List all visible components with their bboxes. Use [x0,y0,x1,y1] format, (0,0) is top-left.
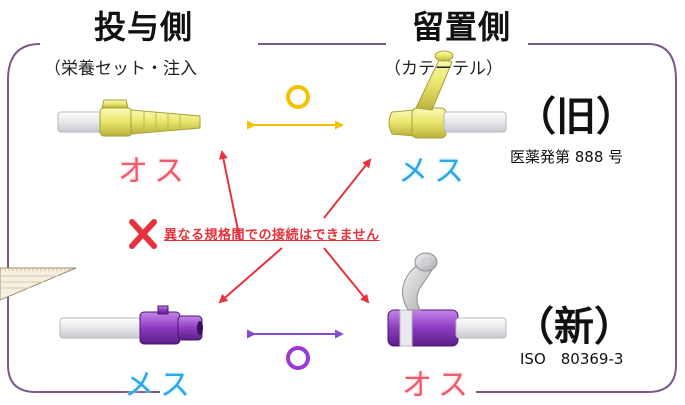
cross-arrow-2 [323,158,372,219]
new-standard-reference: ISO 80369-3 [520,350,624,368]
cross-arrow-1 [218,150,241,241]
old-standard-reference: 医薬発第 888 号 [510,148,624,166]
old-right-female-label: メス [398,154,470,189]
new-left-tube [59,317,151,339]
frame-border [7,43,160,393]
old-standard-label: （旧） [516,94,636,140]
old-left-male-label: オス [118,154,190,189]
circle-ok-icon [286,85,310,109]
new-right-male-label: オス [402,368,474,403]
new-male-connector [387,252,459,347]
new-right-tube [455,317,507,339]
left-side-heading: 投与側 [94,8,194,46]
circle-ok-icon-new [286,346,310,370]
new-left-female-label: メス [124,368,196,403]
incompatible-warning: 異なる規格間での接続はできません [164,228,380,243]
old-right-tube [443,111,507,133]
old-male-connector [99,99,201,137]
right-side-subtitle: （カテーテル） [384,59,503,79]
cross-arrow-4 [323,247,370,304]
frame-border-right [476,43,677,393]
callout-bubble [0,267,77,301]
cross-arrow-3 [218,247,283,304]
new-female-connector [139,305,203,345]
new-standard-label: （新） [514,304,634,350]
left-side-subtitle: （栄養セット・注入 [44,59,197,79]
old-female-connector [388,50,454,139]
cross-no-icon [129,219,157,249]
right-side-heading: 留置側 [412,8,512,46]
